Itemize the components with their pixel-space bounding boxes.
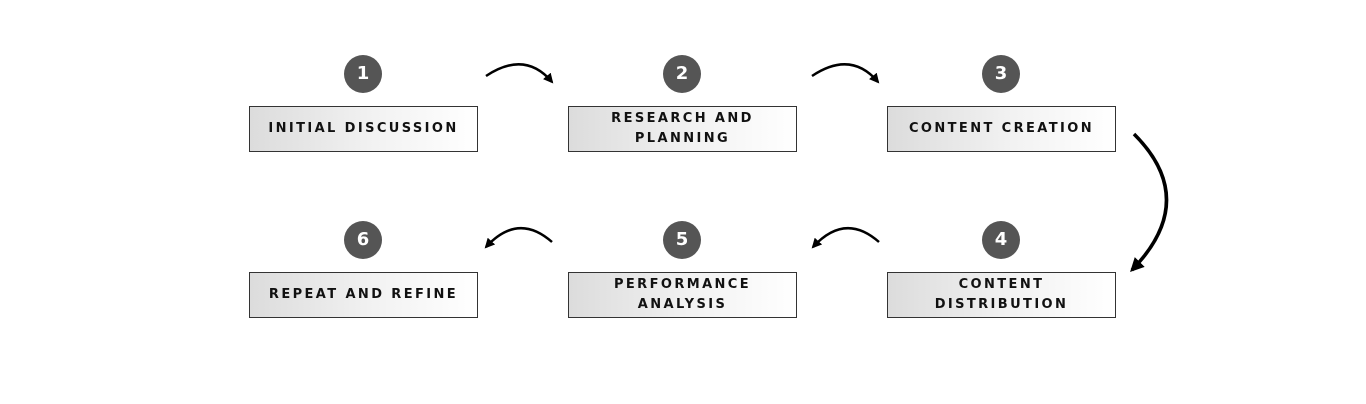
arrow-4-to-5 (811, 227, 880, 249)
step-number-badge: 6 (344, 221, 382, 259)
step-number-badge: 1 (344, 55, 382, 93)
arrow-5-to-6 (484, 227, 553, 249)
step-box: CONTENT DISTRIBUTION (887, 272, 1116, 318)
arrow-1-to-2 (485, 63, 554, 84)
step-label: RESEARCH AND PLANNING (611, 111, 754, 146)
arrow-2-to-3 (811, 63, 880, 84)
step-box: PERFORMANCE ANALYSIS (568, 272, 797, 318)
arrow-3-to-4 (1130, 132, 1169, 273)
step-label: INITIAL DISCUSSION (268, 121, 459, 136)
step-label: CONTENT CREATION (908, 121, 1094, 136)
step-label: REPEAT AND REFINE (268, 287, 459, 302)
step-number-badge: 5 (663, 221, 701, 259)
step-number-badge: 4 (982, 221, 1020, 259)
step-box: RESEARCH AND PLANNING (568, 106, 797, 152)
step-box: INITIAL DISCUSSION (249, 106, 478, 152)
step-box: CONTENT CREATION (887, 106, 1116, 152)
step-number-badge: 3 (982, 55, 1020, 93)
step-number-badge: 2 (663, 55, 701, 93)
step-label: PERFORMANCE ANALYSIS (613, 277, 752, 312)
step-box: REPEAT AND REFINE (249, 272, 478, 318)
step-label: CONTENT DISTRIBUTION (934, 277, 1069, 312)
